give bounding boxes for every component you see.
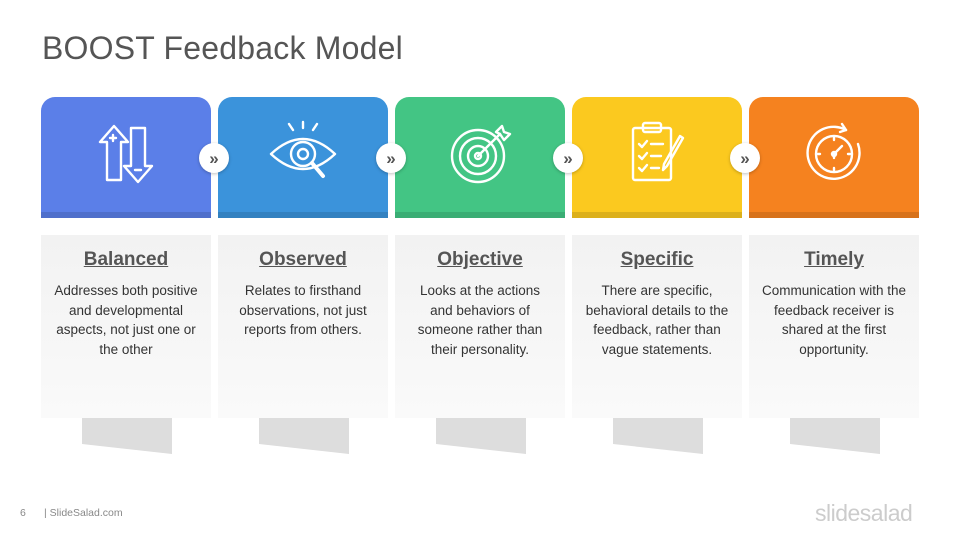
ribbon-fold [259, 418, 349, 454]
card-title: Observed [259, 249, 347, 270]
brand-logo: slidesalad [815, 500, 913, 526]
card-body: Objective Looks at the actions and behav… [395, 235, 565, 418]
slide-title: BOOST Feedback Model [42, 30, 403, 66]
card-description: Communication with the feedback receiver… [761, 283, 907, 357]
double-chevron-right-icon: » [553, 143, 583, 173]
card-header [572, 97, 742, 218]
double-chevron-right-icon: » [199, 143, 229, 173]
card-description: Addresses both positive and developmenta… [54, 283, 198, 357]
page-number: 6 [20, 507, 26, 519]
card-observed: Observed Relates to firsthand observatio… [218, 97, 388, 477]
footer-text: | SlideSalad.com [44, 507, 123, 519]
card-header [749, 97, 919, 218]
target-icon [450, 124, 512, 184]
card-body: Balanced Addresses both positive and dev… [41, 235, 211, 418]
card-balanced: Balanced Addresses both positive and dev… [41, 97, 211, 477]
card-title: Objective [437, 249, 523, 270]
card-title: Specific [620, 249, 694, 270]
clock-icon [806, 122, 861, 181]
card-title: Balanced [83, 249, 169, 270]
card-timely: Timely Communication with the feedback r… [749, 97, 919, 477]
card-body: Specific There are specific, behavioral … [572, 235, 742, 418]
up-down-arrows-icon [98, 124, 154, 184]
card-body: Observed Relates to firsthand observatio… [218, 235, 388, 418]
card-title: Timely [804, 249, 864, 270]
double-chevron-right-icon: » [376, 143, 406, 173]
ribbon-fold [436, 418, 526, 454]
card-header [395, 97, 565, 218]
card-description: Looks at the actions and behaviors of so… [417, 283, 543, 357]
card-objective: Objective Looks at the actions and behav… [395, 97, 565, 477]
card-description: There are specific, behavioral details t… [585, 283, 729, 357]
card-description: Relates to firsthand observations, not j… [239, 283, 367, 337]
double-chevron-right-icon: » [730, 143, 760, 173]
ribbon-fold [790, 418, 880, 454]
card-body: Timely Communication with the feedback r… [749, 235, 919, 418]
card-specific: Specific There are specific, behavioral … [572, 97, 742, 477]
ribbon-fold [613, 418, 703, 454]
card-header [41, 97, 211, 218]
clipboard-checklist-icon [631, 121, 685, 182]
eye-magnifier-icon [269, 120, 337, 178]
card-header [218, 97, 388, 218]
ribbon-fold [82, 418, 172, 454]
